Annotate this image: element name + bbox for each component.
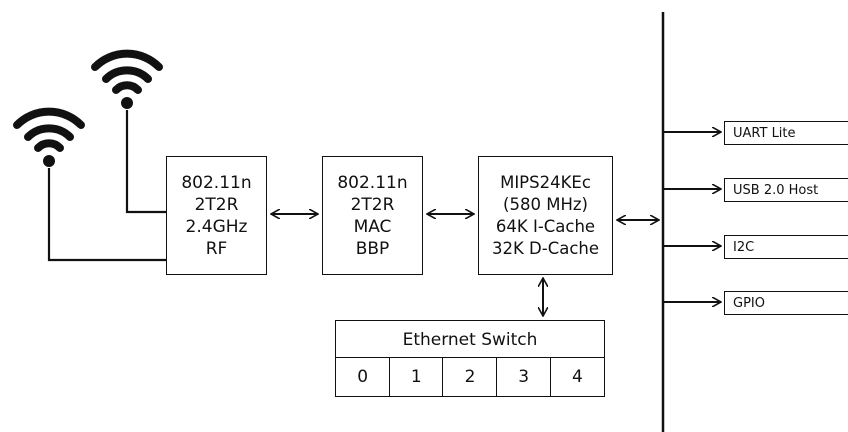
wifi-icon-dot xyxy=(43,155,55,167)
cpu-line: MIPS24KEc xyxy=(500,172,591,192)
rf-line: 2.4GHz xyxy=(185,216,248,237)
switch-port: 4 xyxy=(549,357,606,397)
rf-line: 802.11n xyxy=(181,172,252,193)
wifi-icon xyxy=(13,107,85,152)
rf-line: RF xyxy=(205,238,228,259)
switch-port: 1 xyxy=(388,357,444,397)
ethernet-switch-ports: 0 1 2 3 4 xyxy=(335,357,606,397)
peripheral-usb-host: USB 2.0 Host xyxy=(724,178,848,202)
rf-block: 802.11n 2T2R 2.4GHz RF xyxy=(166,156,267,275)
ethernet-switch-title: Ethernet Switch xyxy=(335,320,605,359)
mac-line: 2T2R xyxy=(350,194,395,215)
cpu-block: MIPS24KEc (580 MHz) 64K I-Cache 32K D-Ca… xyxy=(478,156,613,275)
switch-port: 2 xyxy=(442,357,498,397)
mac-bbp-block: 802.11n 2T2R MAC BBP xyxy=(322,156,423,275)
peripheral-gpio: GPIO xyxy=(724,291,848,315)
rf-line: 2T2R xyxy=(194,194,239,215)
cpu-line: 32K D-Cache xyxy=(491,238,600,258)
cpu-line: (580 MHz) xyxy=(503,194,588,214)
antenna-feed-line xyxy=(125,110,166,214)
mac-line: BBP xyxy=(355,238,390,259)
peripheral-uart-lite: UART Lite xyxy=(724,121,848,145)
antenna-feed-line xyxy=(47,168,166,262)
switch-port: 0 xyxy=(335,357,391,397)
mac-line: MAC xyxy=(353,216,392,237)
wifi-icon xyxy=(91,49,163,94)
mac-line: 802.11n xyxy=(337,172,408,193)
switch-port: 3 xyxy=(496,357,552,397)
wifi-icon-dot xyxy=(121,97,133,109)
cpu-line: 64K I-Cache xyxy=(495,216,596,236)
peripheral-i2c: I2C xyxy=(724,235,848,259)
